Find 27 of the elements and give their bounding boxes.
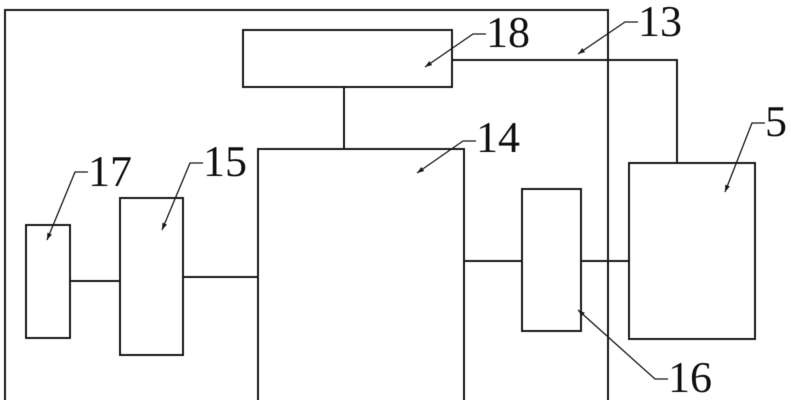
callout-number: 15 — [203, 140, 247, 184]
callout-number: 5 — [765, 100, 787, 144]
block-box — [257, 148, 465, 400]
leader-line — [424, 33, 486, 68]
leader-line — [46, 171, 88, 240]
leader-line — [578, 310, 668, 380]
callout-number: 17 — [88, 150, 132, 194]
connector-line — [465, 260, 521, 262]
callout-number: 13 — [638, 0, 682, 44]
block-box — [119, 197, 184, 356]
callout-number: 16 — [668, 356, 712, 400]
callout-number: 18 — [486, 11, 530, 55]
leader-line — [161, 162, 203, 230]
connector-line — [71, 280, 119, 282]
leader-line — [724, 122, 765, 192]
block-box — [242, 29, 453, 88]
callout-number: 14 — [476, 116, 520, 160]
leader-line — [578, 21, 638, 55]
housing-frame — [4, 9, 609, 400]
connector-line — [184, 276, 257, 278]
block-box — [521, 188, 582, 332]
connector-line — [582, 260, 628, 262]
connector-line — [343, 88, 345, 148]
connector-line — [453, 59, 678, 162]
leader-line — [416, 140, 476, 174]
block-box — [25, 224, 71, 339]
block-box — [628, 162, 756, 340]
